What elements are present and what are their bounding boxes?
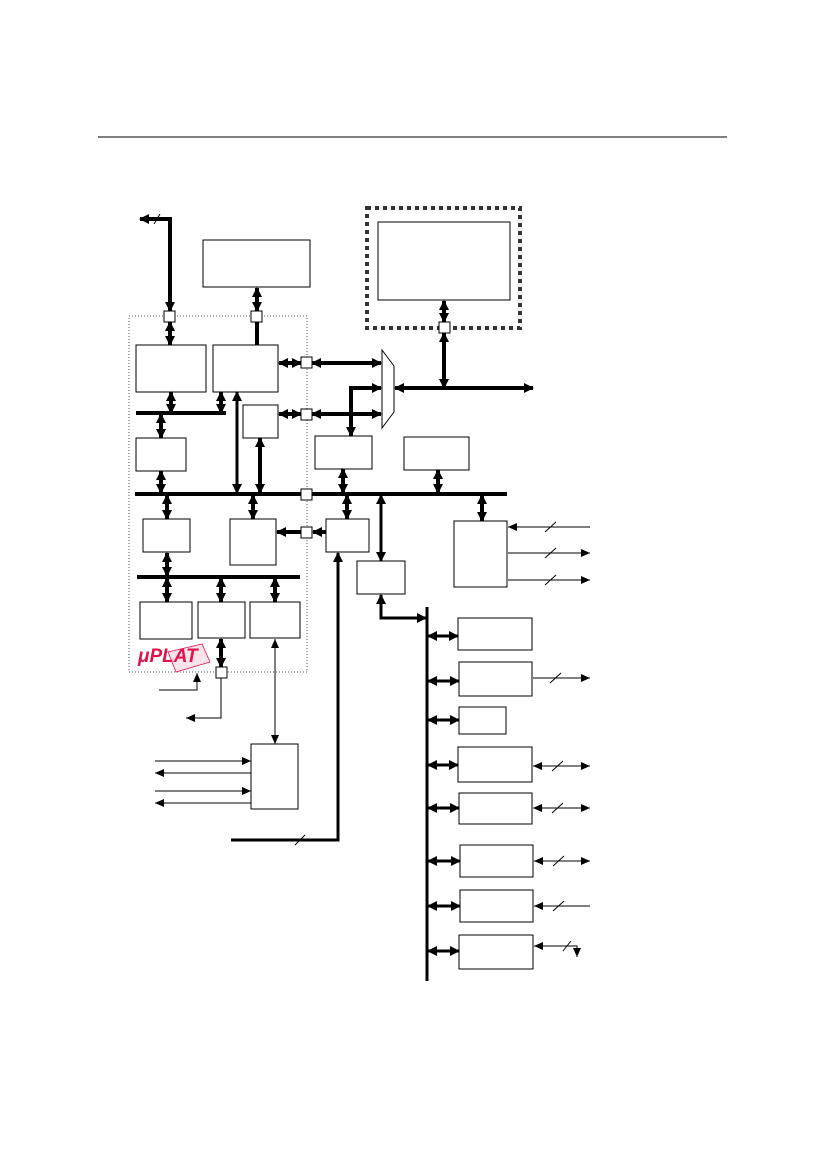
signal	[534, 942, 581, 957]
signal	[186, 678, 222, 722]
uplat-logo: μPLAT	[137, 643, 211, 673]
peripheral-3	[458, 706, 507, 735]
block-g	[314, 435, 373, 470]
block-k	[325, 518, 370, 553]
arrow-top-left	[139, 214, 175, 312]
logo-text: μPLAT	[137, 646, 199, 667]
block-j	[229, 518, 277, 566]
block-external-memory	[377, 221, 511, 301]
block-top-center	[202, 239, 311, 288]
interface-ports	[163, 310, 451, 679]
blocks	[135, 221, 534, 970]
peripheral-1	[457, 617, 533, 651]
signal	[159, 673, 201, 691]
block-o	[250, 743, 299, 810]
arrow-input-bus	[231, 552, 343, 842]
block-i	[142, 518, 191, 553]
block-l	[356, 560, 406, 595]
peripheral-7	[459, 889, 534, 923]
block-e	[242, 404, 279, 439]
peripheral-5	[458, 792, 533, 825]
block-h	[403, 436, 470, 471]
peripheral-6	[459, 844, 534, 878]
block-m	[453, 520, 508, 588]
arrow	[346, 383, 382, 437]
block-n2	[197, 601, 246, 639]
block-n1	[139, 601, 193, 640]
bus-width-marks	[153, 213, 572, 952]
block-d	[212, 344, 279, 393]
block-c	[135, 344, 207, 393]
multiplexer	[381, 348, 395, 430]
peripheral-4	[457, 746, 533, 783]
peripheral-8	[458, 934, 534, 970]
arrow	[376, 594, 427, 623]
block-f	[135, 437, 187, 472]
peripheral-2	[458, 661, 533, 697]
signal-lines	[155, 523, 590, 957]
block-n3	[249, 601, 301, 639]
connections	[139, 214, 534, 956]
